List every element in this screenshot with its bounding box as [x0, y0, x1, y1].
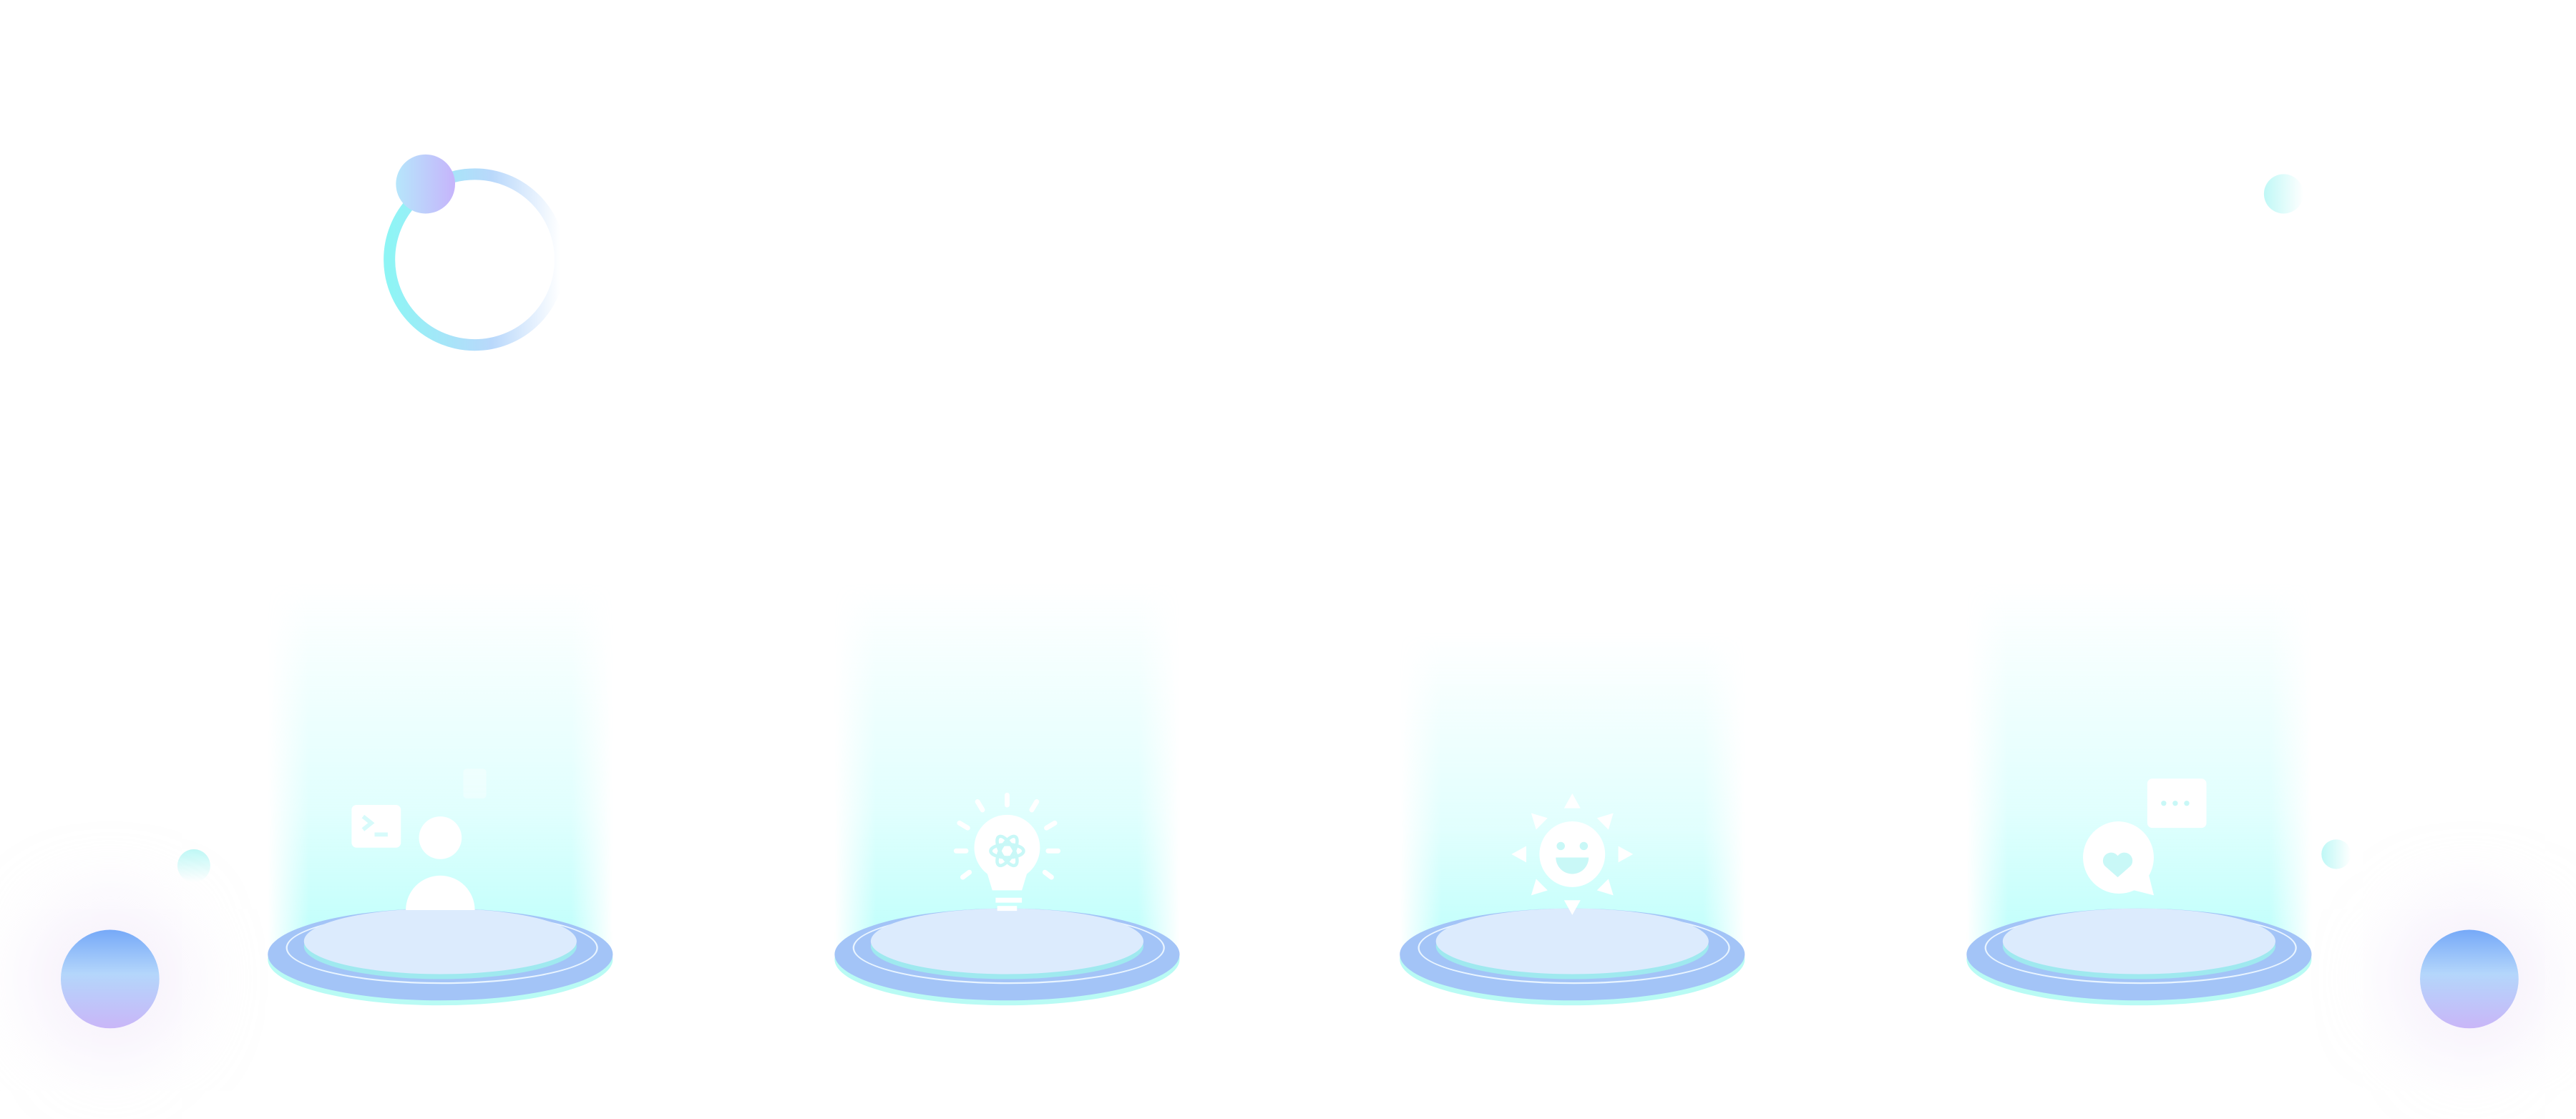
small-ball-right [2321, 839, 2351, 869]
small-ball-top-right [2263, 174, 2303, 214]
heart-chat-icon [2083, 778, 2207, 896]
smiling-sun-icon [1511, 793, 1634, 915]
user-terminal-icon [351, 768, 487, 910]
lightbulb-idea-icon [953, 792, 1061, 912]
orbit-ball [396, 154, 455, 214]
small-ball-left [177, 849, 210, 882]
orbit-ring-decoration [384, 168, 566, 351]
large-ball-right [2420, 929, 2519, 1029]
large-ball-left [60, 929, 160, 1029]
